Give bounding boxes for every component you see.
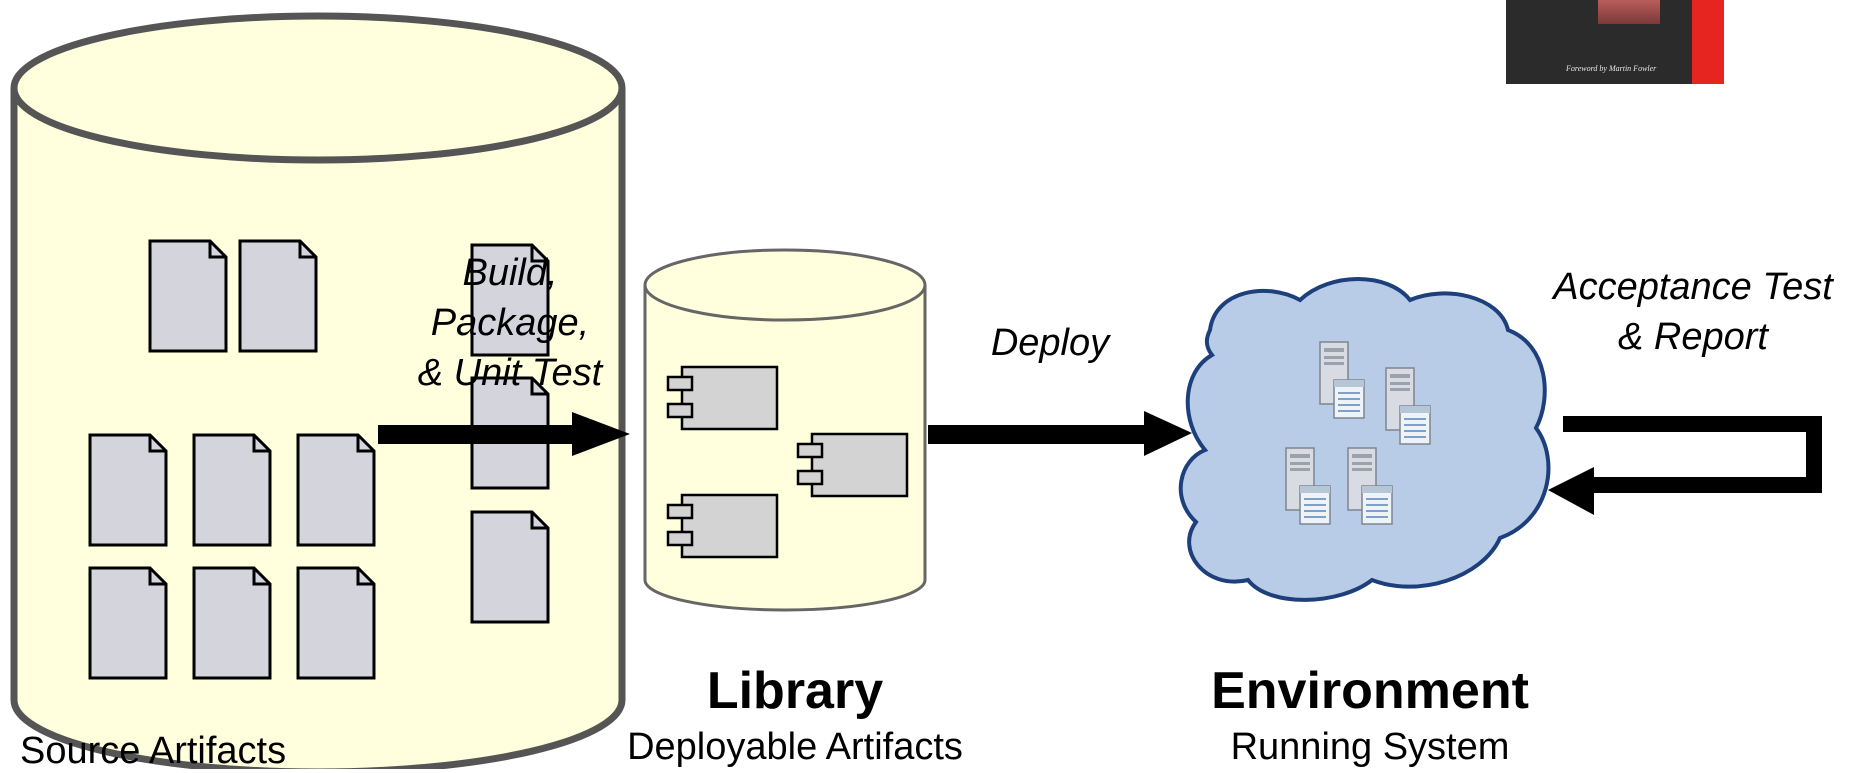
document-icon (296, 566, 376, 680)
document-icon (296, 433, 376, 547)
document-icon (88, 566, 168, 680)
deploy-arrow (928, 411, 1192, 456)
document-icon (470, 510, 550, 624)
deploy-step-label: Deploy (990, 322, 1110, 364)
environment-cloud (1178, 277, 1551, 602)
document-icon (238, 239, 318, 353)
library-subtitle: Deployable Artifacts (627, 726, 963, 768)
document-icon (88, 433, 168, 547)
build-step-label: Build, Package, & Unit Test (390, 248, 630, 398)
book-cover-image: Foreword by Martin Fowler (1506, 0, 1724, 84)
environment-title: Environment (1211, 662, 1529, 720)
acceptance-label-line-2: & Report (1618, 316, 1768, 358)
book-cover-red-bar (1692, 0, 1724, 84)
build-label-line-2: Package, (430, 302, 590, 344)
component-icon (666, 493, 779, 559)
build-label-line-1: Build, (462, 252, 558, 294)
source-artifacts-label: Source Artifacts (20, 730, 287, 772)
book-cover-credit: Foreword by Martin Fowler (1566, 64, 1657, 73)
build-label-line-3: & Unit Test (417, 352, 603, 394)
acceptance-step-label: Acceptance Test & Report (1528, 262, 1858, 362)
document-icon (192, 566, 272, 680)
build-arrow (378, 412, 630, 456)
acceptance-label-line-1: Acceptance Test (1553, 266, 1833, 308)
document-icon (192, 433, 272, 547)
document-icon (148, 239, 228, 353)
library-title: Library (706, 662, 884, 720)
environment-subtitle: Running System (1230, 726, 1510, 768)
component-icon (796, 432, 909, 498)
component-icon (666, 365, 779, 431)
book-cover-photo (1598, 0, 1660, 24)
acceptance-loop-arrow (1548, 416, 1822, 515)
